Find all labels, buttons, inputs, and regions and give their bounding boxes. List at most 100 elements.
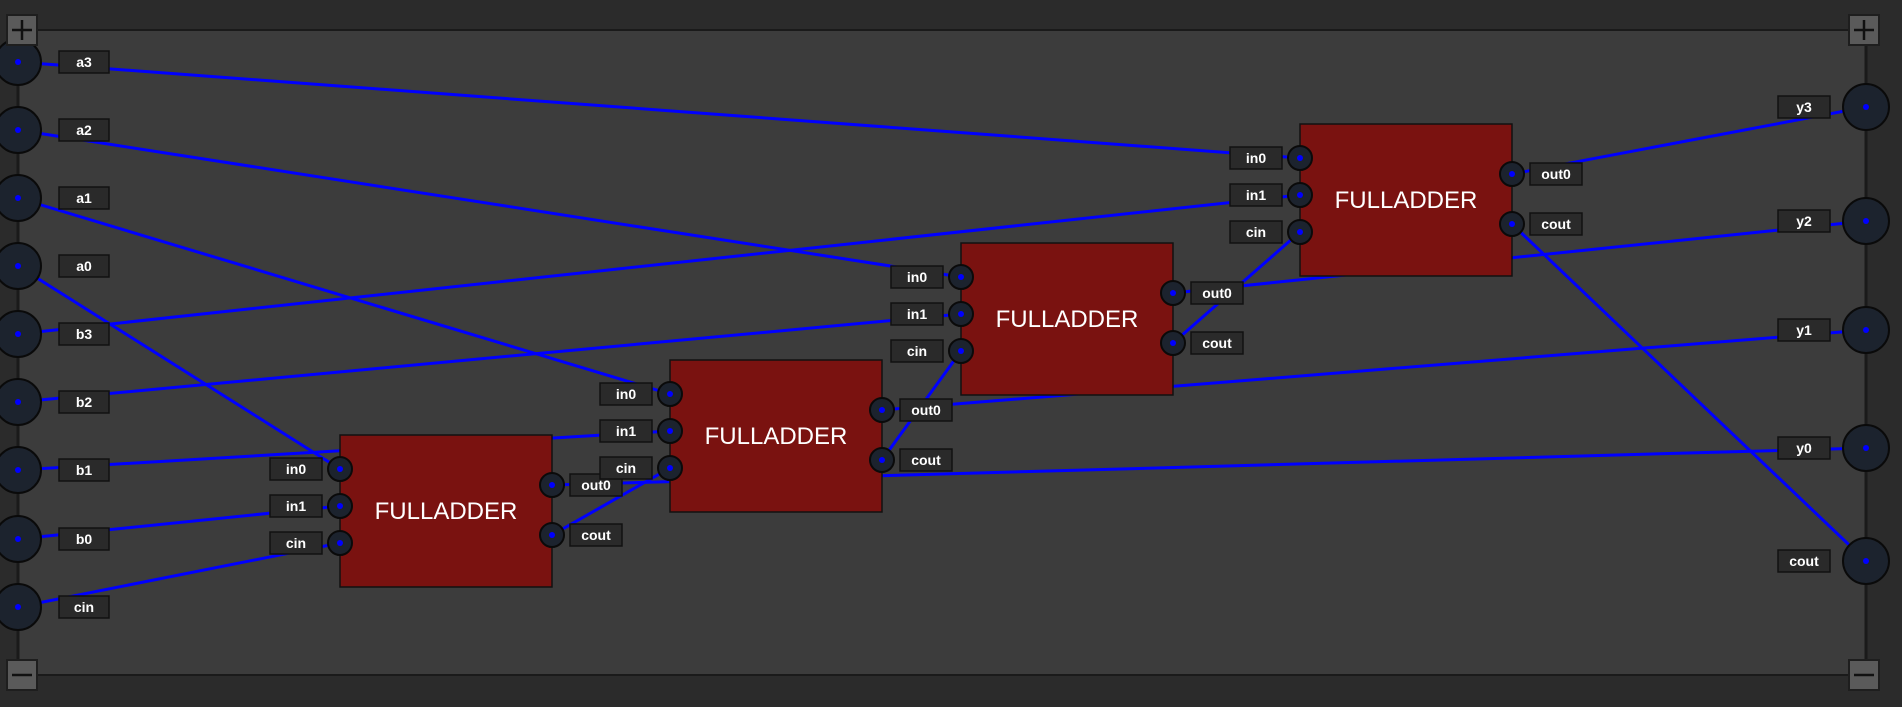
block-input-label-text: cin bbox=[1246, 224, 1266, 240]
block-input-label: in0 bbox=[890, 265, 944, 289]
block-output-label-box bbox=[1529, 212, 1583, 236]
wire[interactable] bbox=[881, 328, 1867, 412]
port-dot bbox=[549, 532, 555, 538]
port-dot bbox=[1170, 340, 1176, 346]
input-label-a0: a0 bbox=[58, 254, 110, 278]
port-dot bbox=[337, 540, 343, 546]
blocks-layer: FULLADDERin0in1cinout0coutFULLADDERin0in… bbox=[269, 123, 1583, 588]
input-label-a3-box bbox=[58, 50, 110, 74]
output-label-cout-box bbox=[1777, 549, 1831, 573]
block-output-label-text: out0 bbox=[1541, 166, 1571, 182]
block-output-label-text: out0 bbox=[1202, 285, 1232, 301]
pin-dot bbox=[15, 331, 21, 337]
port-dot bbox=[1297, 155, 1303, 161]
block-input-label: in1 bbox=[269, 494, 323, 518]
remove-input-button[interactable] bbox=[6, 659, 38, 691]
pin-dot bbox=[15, 399, 21, 405]
input-label-cin: cin bbox=[58, 595, 110, 619]
output-label-y0-text: y0 bbox=[1796, 440, 1812, 456]
block-output-label: cout bbox=[1529, 212, 1583, 236]
wire[interactable] bbox=[17, 60, 1301, 160]
wire[interactable] bbox=[1510, 222, 1868, 563]
block-input-label: cin bbox=[599, 456, 653, 480]
port-dot bbox=[1509, 171, 1515, 177]
input-label-a2: a2 bbox=[58, 118, 110, 142]
plus-icon bbox=[12, 20, 32, 40]
wire[interactable] bbox=[17, 193, 1301, 336]
block-title: FULLADDER bbox=[996, 306, 1139, 333]
port-dot bbox=[958, 348, 964, 354]
block-body[interactable] bbox=[339, 434, 553, 588]
input-label-a0-text: a0 bbox=[76, 258, 92, 274]
pin-dot bbox=[1863, 218, 1869, 224]
block-input-label: in0 bbox=[269, 457, 323, 481]
pin-dot bbox=[15, 59, 21, 65]
block-input-label-box bbox=[1229, 183, 1283, 207]
port-dot bbox=[879, 457, 885, 463]
block-body[interactable] bbox=[1299, 123, 1513, 277]
block-output-label-text: cout bbox=[911, 452, 941, 468]
output-label-cout-text: cout bbox=[1789, 553, 1819, 569]
pin-dot bbox=[15, 263, 21, 269]
block-input-label-box bbox=[890, 302, 944, 326]
port-dot bbox=[667, 428, 673, 434]
input-label-a1-text: a1 bbox=[76, 190, 92, 206]
port-dot bbox=[549, 482, 555, 488]
block-input-label: cin bbox=[1229, 220, 1283, 244]
wire[interactable] bbox=[17, 128, 962, 279]
wire[interactable] bbox=[1172, 219, 1867, 295]
output-label-cout: cout bbox=[1777, 549, 1831, 573]
block-input-label-box bbox=[1229, 146, 1283, 170]
block-input-label-box bbox=[599, 382, 653, 406]
block-input-label-box bbox=[269, 494, 323, 518]
input-label-b0-text: b0 bbox=[76, 531, 93, 547]
input-label-cin-box bbox=[58, 595, 110, 619]
input-label-a3-text: a3 bbox=[76, 54, 92, 70]
input-label-a1-box bbox=[58, 186, 110, 210]
pin-dot bbox=[15, 467, 21, 473]
add-output-button[interactable] bbox=[1848, 14, 1880, 46]
block-input-label: cin bbox=[269, 531, 323, 555]
block-title: FULLADDER bbox=[375, 498, 518, 525]
pin-dot bbox=[15, 195, 21, 201]
pin-dot bbox=[1863, 445, 1869, 451]
remove-output-button[interactable] bbox=[1848, 659, 1880, 691]
block-output-label-box bbox=[569, 523, 623, 547]
block-output-label: out0 bbox=[1190, 281, 1244, 305]
wire[interactable] bbox=[17, 312, 962, 404]
block-output-label-box bbox=[1529, 162, 1583, 186]
wire[interactable] bbox=[17, 196, 671, 396]
port-dot bbox=[337, 503, 343, 509]
block-input-label-text: in1 bbox=[286, 498, 306, 514]
output-label-y2-text: y2 bbox=[1796, 213, 1812, 229]
pin-dot bbox=[1863, 327, 1869, 333]
block-input-label-box bbox=[269, 457, 323, 481]
pin-dot bbox=[15, 127, 21, 133]
input-label-b3-box bbox=[58, 322, 110, 346]
block-body[interactable] bbox=[960, 242, 1174, 396]
block-output-label: out0 bbox=[899, 398, 953, 422]
output-label-y0: y0 bbox=[1777, 436, 1831, 460]
output-label-y0-box bbox=[1777, 436, 1831, 460]
port-dot bbox=[958, 274, 964, 280]
block-output-label: cout bbox=[569, 523, 623, 547]
pin-dot bbox=[15, 604, 21, 610]
output-label-y2: y2 bbox=[1777, 209, 1831, 233]
input-label-a0-box bbox=[58, 254, 110, 278]
output-label-y1-box bbox=[1777, 318, 1831, 342]
output-label-y1: y1 bbox=[1777, 318, 1831, 342]
add-input-button[interactable] bbox=[6, 14, 38, 46]
input-label-b1-box bbox=[58, 458, 110, 482]
wire[interactable] bbox=[17, 264, 341, 471]
block-input-label: in0 bbox=[599, 382, 653, 406]
output-label-y3-box bbox=[1777, 95, 1831, 119]
block-input-label-text: in1 bbox=[616, 423, 636, 439]
block-input-label-box bbox=[1229, 220, 1283, 244]
block-title: FULLADDER bbox=[1335, 187, 1478, 214]
